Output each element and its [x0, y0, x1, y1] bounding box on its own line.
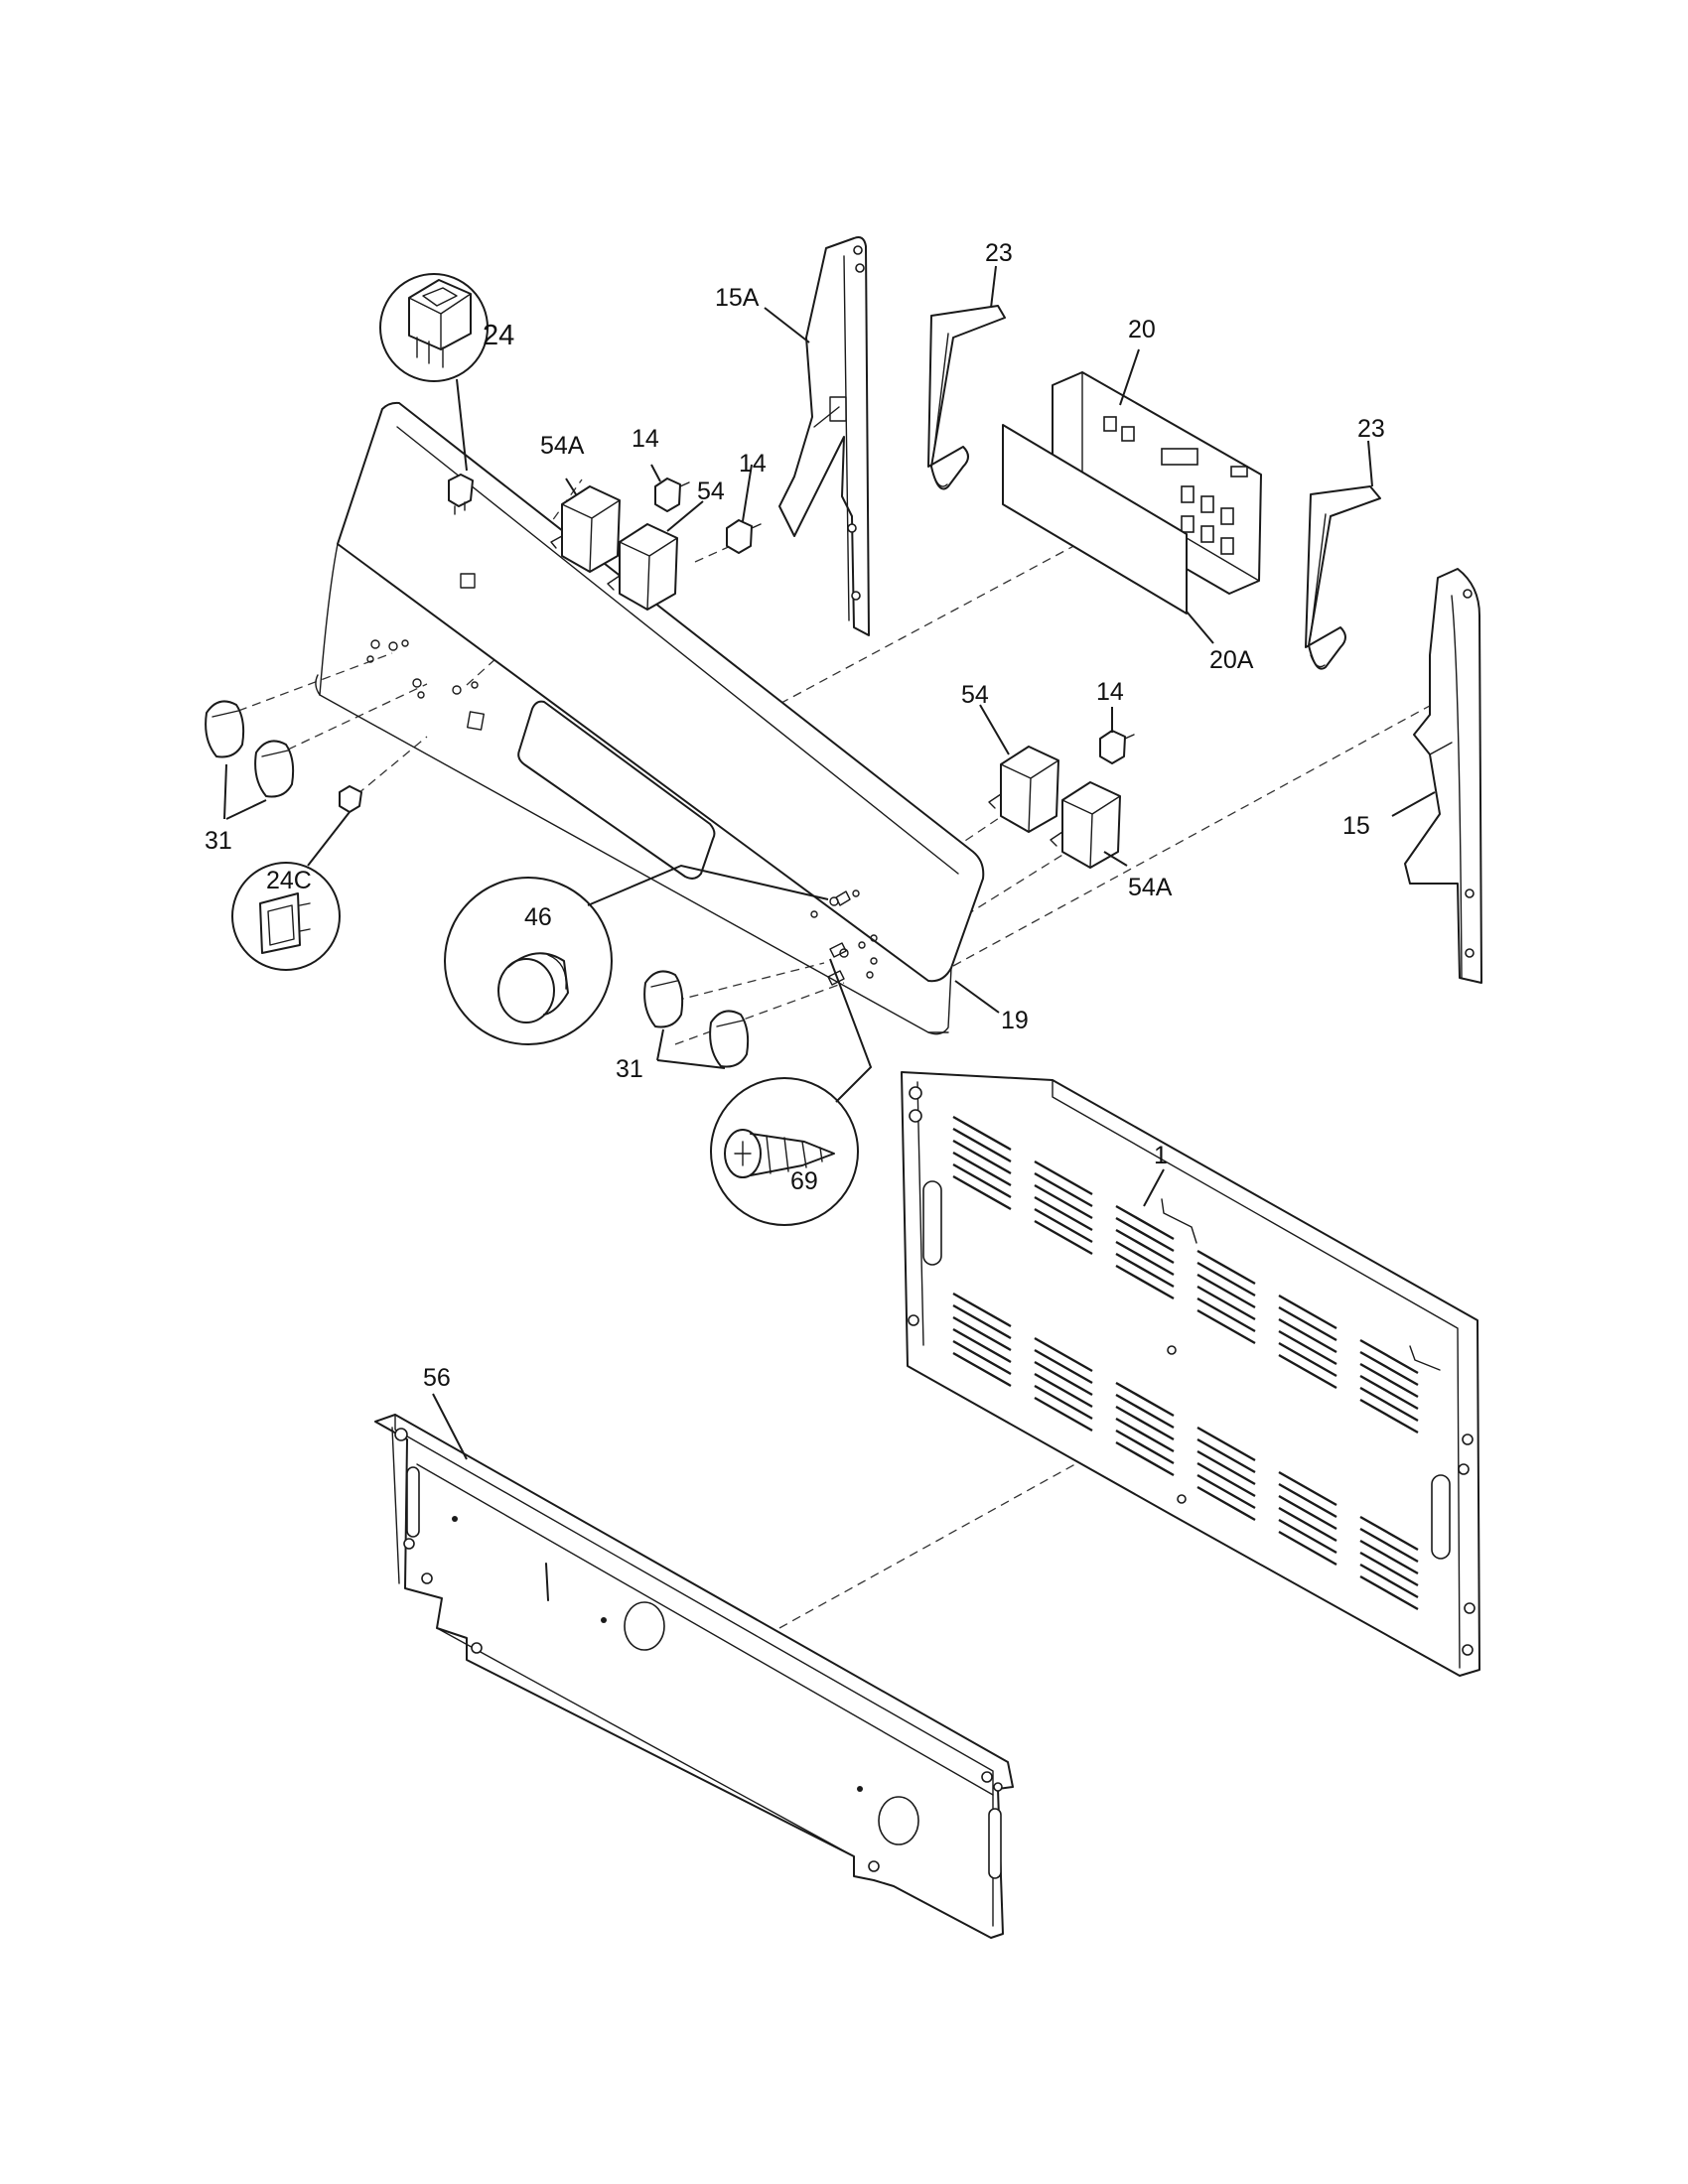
- label-24: 24: [483, 320, 514, 351]
- label-15A: 15A: [715, 284, 760, 312]
- label-31-b: 31: [616, 1055, 643, 1083]
- rear-panel-1: [901, 1071, 1480, 1677]
- leader-lines: [223, 265, 1436, 1460]
- knob-31-4: [709, 1010, 750, 1068]
- lower-bracket-56: [374, 1414, 1014, 1939]
- label-24C: 24C: [266, 867, 312, 894]
- thermostat-14-left-a: [654, 478, 690, 512]
- switch-54A-left: [550, 485, 621, 573]
- thermostat-14-left-b: [726, 519, 762, 554]
- label-1: 1: [1154, 1142, 1168, 1169]
- label-54-a: 54: [697, 478, 725, 505]
- label-14-c: 14: [1096, 678, 1124, 706]
- label-54-b: 54: [961, 681, 989, 709]
- label-15: 15: [1342, 812, 1370, 840]
- knob-31-1: [205, 700, 245, 758]
- label-20: 20: [1128, 316, 1156, 343]
- bracket-23-right: [1305, 485, 1381, 670]
- label-19: 19: [1001, 1007, 1029, 1034]
- thermostat-14-right: [1099, 730, 1135, 764]
- vent-louvres: [951, 1115, 1420, 1611]
- callout-69: [710, 958, 873, 1226]
- part-labels: 1 14 14 14 15 15A 19 20 20A 23 23 24 24C…: [205, 239, 1385, 1392]
- switch-54-left: [607, 523, 678, 611]
- bracket-23-left: [927, 305, 1006, 490]
- label-14-a: 14: [632, 425, 659, 453]
- label-23-b: 23: [1357, 415, 1385, 443]
- label-69: 69: [790, 1167, 818, 1195]
- callout-24C: [231, 811, 351, 971]
- label-14-b: 14: [739, 450, 767, 478]
- knob-31-2: [254, 740, 295, 798]
- control-panel-19: [315, 401, 985, 1035]
- label-20A: 20A: [1209, 646, 1254, 674]
- overlay-20A: [1002, 424, 1188, 614]
- label-54A-b: 54A: [1128, 874, 1173, 901]
- switch-24C-small: [339, 785, 362, 813]
- switch-24-small: [448, 474, 474, 515]
- label-23-a: 23: [985, 239, 1013, 267]
- label-31-a: 31: [205, 827, 232, 855]
- label-56: 56: [423, 1364, 451, 1392]
- label-46: 46: [524, 903, 552, 931]
- callout-46: [444, 864, 829, 1045]
- knob-31-3: [643, 970, 684, 1028]
- callout-24: [379, 273, 489, 472]
- switch-54A-right: [1050, 781, 1121, 869]
- label-54A-a: 54A: [540, 432, 585, 460]
- switch-54-right: [988, 746, 1059, 833]
- end-bracket-15: [1404, 568, 1482, 984]
- end-bracket-15A: [778, 236, 870, 636]
